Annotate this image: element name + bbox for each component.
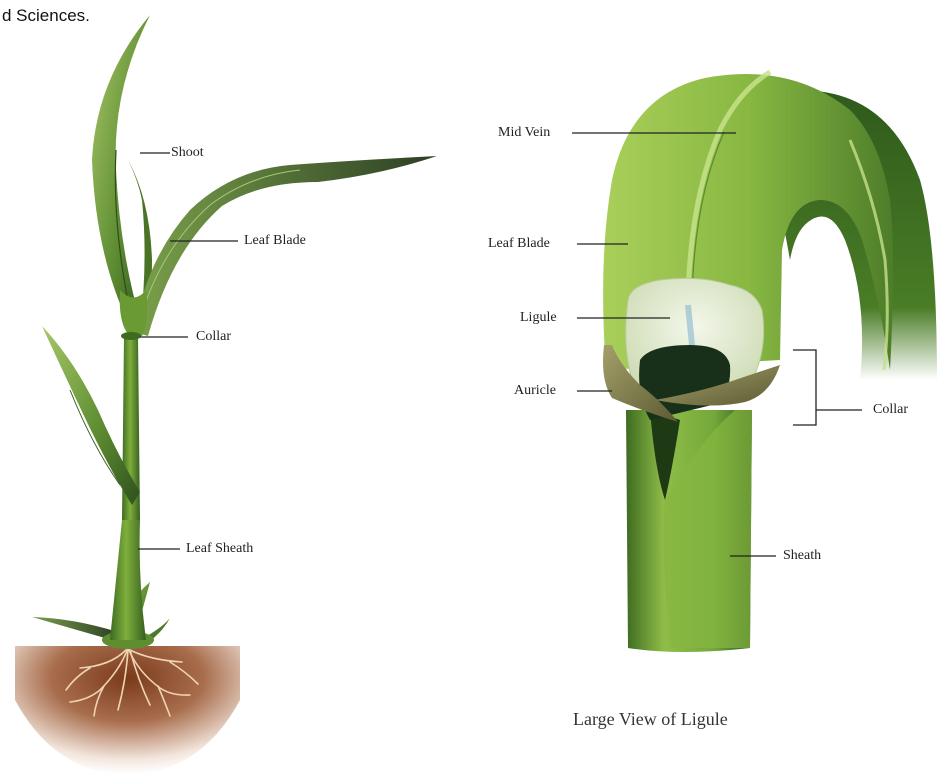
label-leaf-blade: Leaf Blade: [244, 233, 306, 249]
label-ligule-leaf-blade: Leaf Blade: [488, 236, 550, 252]
label-ligule: Ligule: [520, 310, 557, 326]
label-sheath: Sheath: [783, 548, 821, 564]
collar-bracket: [793, 350, 862, 425]
diagram-caption: Large View of Ligule: [573, 709, 728, 730]
label-collar: Collar: [196, 329, 231, 345]
label-auricle: Auricle: [514, 383, 556, 399]
label-ligule-collar: Collar: [873, 402, 908, 418]
label-mid-vein: Mid Vein: [498, 125, 550, 141]
plant-illustration: [15, 15, 437, 774]
label-shoot: Shoot: [171, 145, 204, 161]
header-text-fragment: d Sciences.: [2, 6, 90, 26]
ligule-illustration: [603, 72, 937, 652]
soil: [15, 646, 240, 774]
label-leaf-sheath: Leaf Sheath: [186, 541, 253, 557]
